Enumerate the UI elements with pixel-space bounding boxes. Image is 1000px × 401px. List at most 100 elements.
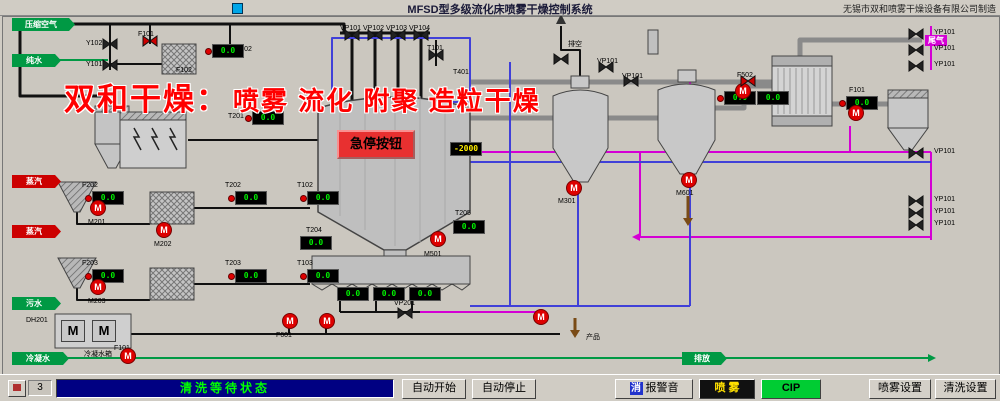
equipment-label: M202	[154, 241, 172, 248]
equipment-label: VP104	[409, 25, 431, 32]
spray-button[interactable]: 喷 雾	[699, 379, 755, 399]
equipment-label: 尾气	[925, 35, 947, 46]
value-display: 0.0	[373, 287, 405, 301]
valve-icon[interactable]	[102, 37, 118, 50]
mute-icon: 消	[629, 381, 643, 395]
panel-icon-button[interactable]	[8, 380, 26, 397]
motor-indicator: M	[282, 313, 298, 329]
value-display: 0.0	[453, 220, 485, 234]
mute-alarm-button[interactable]: 消报警音	[615, 379, 693, 399]
value-display: -2000	[450, 142, 483, 156]
counter-display[interactable]: 3	[28, 380, 52, 396]
value-display: 0.0	[245, 111, 284, 125]
equipment-label: 产品	[586, 334, 600, 341]
valve-icon[interactable]	[908, 146, 924, 159]
motor-indicator: M	[319, 313, 335, 329]
value-display: 0.0	[300, 236, 332, 250]
valve-icon[interactable]	[908, 43, 924, 56]
motor-indicator: M	[120, 348, 136, 364]
status-banner: 清洗等待状态	[56, 379, 394, 398]
valve-icon[interactable]	[908, 27, 924, 40]
equipment-label: VP201	[394, 300, 416, 307]
value-display: 0.0	[85, 269, 124, 283]
equipment-label: VP101	[340, 25, 362, 32]
equipment-label: T203	[225, 260, 241, 267]
alarm-dot-icon	[300, 273, 307, 280]
alarm-dot-icon	[245, 115, 252, 122]
valve-icon[interactable]	[908, 194, 924, 207]
valve-icon[interactable]	[397, 306, 413, 319]
equipment-label: M203	[88, 298, 106, 305]
spray-settings-button[interactable]: 喷雾设置	[869, 379, 931, 399]
equipment-label: 冷凝水箱	[84, 351, 112, 358]
equipment-label: T401	[453, 69, 469, 76]
valve-icon[interactable]	[102, 58, 118, 71]
equipment-label: VP101	[597, 58, 619, 65]
value-display: 0.0	[205, 44, 244, 58]
alarm-dot-icon	[85, 273, 92, 280]
valve-icon[interactable]	[908, 59, 924, 72]
valve-icon[interactable]	[413, 28, 429, 41]
valve-icon[interactable]	[428, 48, 444, 61]
equipment-label: T204	[306, 227, 322, 234]
valve-icon[interactable]	[142, 34, 158, 47]
window-icon	[232, 3, 243, 14]
equipment-label: 排空	[568, 41, 582, 48]
equipment-label: Y102	[86, 40, 103, 47]
alarm-dot-icon	[205, 48, 212, 55]
clean-settings-button[interactable]: 清洗设置	[935, 379, 996, 399]
equipment-label: F101	[849, 87, 865, 94]
emergency-stop-button[interactable]: 急停按钮	[337, 130, 415, 159]
motor-indicator: M	[681, 172, 697, 188]
flow-arrow: 纯水	[12, 54, 61, 67]
equipment-label: VP102	[363, 25, 385, 32]
flow-arrow: 排放	[682, 352, 727, 365]
value-display: 0.0	[409, 287, 441, 301]
valve-icon[interactable]	[553, 52, 569, 65]
equipment-label: VP101	[934, 148, 956, 155]
valve-icon[interactable]	[740, 74, 756, 87]
valve-icon[interactable]	[908, 218, 924, 231]
motor-indicator: M	[92, 320, 116, 342]
valve-icon[interactable]	[598, 60, 614, 73]
equipment-label: VP103	[386, 25, 408, 32]
equipment-label: YP101	[934, 61, 956, 68]
value-display: 0.0	[228, 191, 267, 205]
valve-icon[interactable]	[623, 74, 639, 87]
equipment-label: DH201	[26, 317, 48, 324]
valve-icon[interactable]	[367, 28, 383, 41]
equipment-label: YP101	[934, 208, 956, 215]
page-title: MFSD型多级流化床喷雾干燥控制系统	[407, 4, 593, 16]
flow-arrow: 压缩空气	[12, 18, 75, 31]
flow-arrow: 蒸汽	[12, 175, 61, 188]
motor-indicator: M	[90, 279, 106, 295]
flow-arrow: 冷凝水	[12, 352, 69, 365]
motor-indicator: M	[533, 309, 549, 325]
lightning-icon	[132, 127, 178, 151]
panel-icon	[13, 384, 21, 391]
cip-button[interactable]: CIP	[761, 379, 821, 399]
valve-icon[interactable]	[390, 28, 406, 41]
equipment-label: M201	[88, 219, 106, 226]
status-text: 清洗等待状态	[179, 381, 270, 395]
equipment-label: M601	[676, 190, 694, 197]
alarm-dot-icon	[228, 195, 235, 202]
auto-stop-button[interactable]: 自动停止	[472, 379, 536, 399]
valve-icon[interactable]	[344, 28, 360, 41]
auto-start-button[interactable]: 自动开始	[402, 379, 466, 399]
motor-indicator: M	[430, 231, 446, 247]
value-display: 0.0	[757, 91, 789, 105]
motor-indicator: M	[90, 200, 106, 216]
equipment-label: T102	[297, 182, 313, 189]
equipment-label: F102	[176, 67, 192, 74]
equipment-label: YP101	[934, 220, 956, 227]
motor-indicator: M	[848, 105, 864, 121]
motor-indicator: M	[566, 180, 582, 196]
equipment-label: VP101	[622, 73, 644, 80]
equipment-label: M301	[558, 198, 576, 205]
valve-icon[interactable]	[908, 206, 924, 219]
alarm-dot-icon	[300, 195, 307, 202]
equipment-label: F101	[138, 31, 154, 38]
equipment-label: VP101	[934, 45, 956, 52]
